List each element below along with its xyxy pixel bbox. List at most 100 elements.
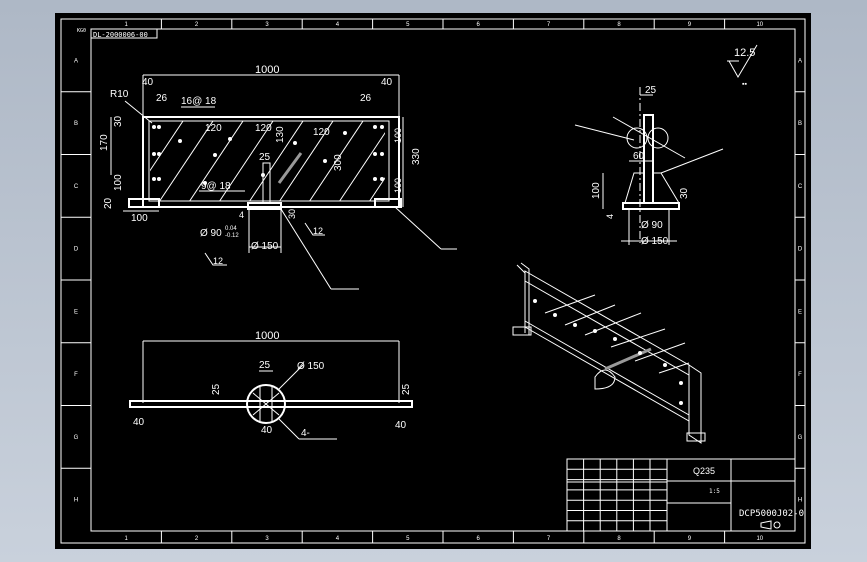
svg-text:-0.12: -0.12 — [225, 233, 239, 239]
projection-symbol — [760, 520, 781, 530]
frame-outline — [142, 116, 400, 208]
svg-text:25: 25 — [211, 383, 222, 395]
zone-row-label: D — [74, 247, 79, 253]
zone-row-label: A — [798, 58, 802, 64]
svg-text:Ø 150: Ø 150 — [251, 241, 279, 252]
svg-text:25: 25 — [259, 152, 271, 163]
svg-text:Ø 90: Ø 90 — [641, 220, 663, 231]
svg-text:170: 170 — [99, 134, 110, 151]
svg-text:20: 20 — [103, 197, 114, 209]
zone-row-label: H — [74, 498, 78, 504]
zone-col-label: 3 — [265, 536, 269, 542]
svg-text:60: 60 — [633, 151, 645, 162]
zone-row-label: G — [74, 435, 79, 441]
svg-text:25: 25 — [401, 383, 412, 395]
svg-text:30: 30 — [287, 209, 297, 219]
svg-text:330: 330 — [411, 148, 422, 165]
svg-text:26: 26 — [360, 93, 372, 104]
code-box — [90, 28, 158, 39]
zone-col-label: 7 — [547, 536, 551, 542]
surface-roughness-symbol: 12.5 ▪▪ — [727, 44, 758, 88]
svg-text:12: 12 — [213, 256, 223, 266]
zone-col-label: 9 — [688, 22, 692, 28]
svg-text:4: 4 — [605, 214, 615, 219]
zone-row-label: E — [798, 309, 802, 315]
front-view: 1000 40 40 26 26 R10 16@ 18 120 120 120 … — [99, 64, 457, 290]
zone-col-label: 6 — [477, 536, 481, 542]
corner-mark: KG0 — [77, 28, 86, 34]
svg-text:100: 100 — [393, 178, 403, 193]
svg-text:130: 130 — [275, 126, 286, 143]
top-view: 1000 25 Ø 150 25 25 40 40 40 4- — [129, 330, 413, 440]
zone-row-label: C — [798, 184, 803, 190]
svg-text:4: 4 — [239, 210, 244, 220]
svg-text:40: 40 — [133, 417, 145, 428]
zone-col-label: 5 — [406, 22, 410, 28]
zone-col-label: 8 — [617, 22, 621, 28]
zone-labels-right: A B C D E F G H — [795, 58, 805, 504]
dim-overall-width: 1000 — [255, 64, 279, 76]
svg-text:▪▪: ▪▪ — [742, 81, 747, 88]
svg-text:120: 120 — [313, 127, 330, 138]
svg-text:12: 12 — [313, 226, 323, 236]
zone-col-label: 6 — [477, 22, 481, 28]
zone-col-label: 4 — [336, 536, 340, 542]
svg-text:25: 25 — [259, 360, 271, 371]
zone-row-label: H — [798, 498, 802, 504]
material-label: Q235 — [693, 466, 715, 476]
svg-text:120: 120 — [255, 123, 272, 134]
zone-col-label: 3 — [265, 22, 269, 28]
zone-col-label: 10 — [756, 22, 763, 28]
zone-row-label: F — [74, 372, 78, 378]
zone-labels-bottom: 1 2 3 4 5 6 7 8 9 10 — [125, 531, 764, 543]
zone-row-label: G — [798, 435, 803, 441]
zone-col-label: 5 — [406, 536, 410, 542]
svg-text:30: 30 — [113, 115, 124, 127]
title-code-top: DL-2000006-00 — [93, 31, 148, 39]
svg-text:Ø 150: Ø 150 — [641, 236, 669, 247]
zone-col-label: 4 — [336, 22, 340, 28]
zone-col-label: 10 — [756, 536, 763, 542]
svg-text:16@ 18: 16@ 18 — [181, 96, 217, 107]
zone-row-label: E — [74, 309, 78, 315]
outer-border — [60, 18, 806, 544]
zone-row-label: B — [798, 121, 802, 127]
zone-col-label: 1 — [125, 22, 129, 28]
svg-text:25: 25 — [645, 85, 657, 96]
svg-text:30: 30 — [679, 187, 690, 199]
panel-inner — [148, 120, 390, 202]
svg-text:0.04: 0.04 — [225, 226, 237, 232]
zone-row-label: A — [74, 58, 78, 64]
zone-col-label: 2 — [195, 536, 199, 542]
svg-text:26: 26 — [156, 93, 168, 104]
svg-text:R10: R10 — [110, 89, 129, 100]
svg-text:100: 100 — [393, 128, 403, 143]
svg-text:40: 40 — [381, 77, 393, 88]
side-view: 25 60 100 4 30 Ø 90 Ø 150 — [574, 85, 724, 247]
zone-row-label: B — [74, 121, 78, 127]
zone-col-label: 8 — [617, 536, 621, 542]
zone-col-label: 7 — [547, 22, 551, 28]
svg-text:Ø 90: Ø 90 — [200, 228, 222, 239]
zone-col-label: 1 — [125, 536, 129, 542]
svg-text:100: 100 — [113, 174, 124, 191]
title-block: Q235 DCP5000J02-0 1:5 — [566, 458, 804, 532]
svg-text:100: 100 — [131, 213, 148, 224]
zone-row-label: C — [74, 184, 79, 190]
drawing-number: DCP5000J02-0 — [739, 509, 804, 519]
svg-text:120: 120 — [205, 123, 222, 134]
zone-labels-left: A B C D E F G H — [61, 58, 91, 504]
isometric-view — [512, 262, 706, 444]
zone-row-label: F — [798, 372, 802, 378]
svg-text:100: 100 — [591, 182, 602, 199]
svg-text:Ø 150: Ø 150 — [297, 361, 325, 372]
svg-text:40: 40 — [261, 425, 273, 436]
zone-row-label: D — [798, 247, 803, 253]
svg-text:300: 300 — [333, 154, 344, 171]
zone-col-label: 9 — [688, 536, 692, 542]
svg-text:4-: 4- — [301, 428, 310, 439]
svg-text:40: 40 — [395, 420, 407, 431]
